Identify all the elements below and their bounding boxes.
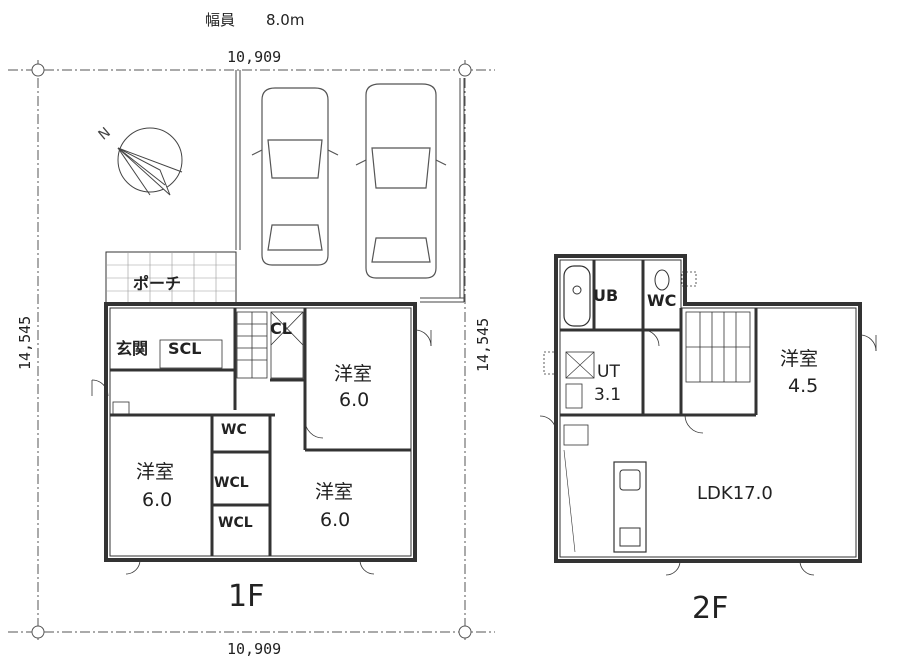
wcl1-label: WCL: [214, 475, 249, 491]
room-ne-size: 6.0: [339, 389, 369, 411]
room2-size: 4.5: [788, 375, 818, 397]
room-se-size: 6.0: [320, 509, 350, 531]
floor2-plan: [539, 254, 877, 576]
ut-size: 3.1: [594, 385, 621, 405]
scl-label: SCL: [168, 339, 201, 358]
ut-name: UT: [597, 362, 620, 382]
wc-label: WC: [221, 422, 247, 438]
room-se-name: 洋室: [315, 481, 353, 503]
site-dimension-lines: [8, 60, 495, 640]
car-icon: [355, 83, 447, 279]
road-width-value: 8.0m: [266, 11, 304, 29]
ub-label: UB: [593, 286, 618, 305]
room-ne-name: 洋室: [334, 363, 372, 385]
ldk-label: LDK17.0: [697, 483, 773, 504]
entrance-label: 玄関: [116, 339, 148, 358]
wcl2-label: WCL: [218, 515, 253, 531]
right-depth-dimension: 14,545: [474, 318, 492, 372]
floor1-plan: [91, 251, 432, 575]
left-depth-dimension: 14,545: [16, 316, 34, 370]
floor1-title: 1F: [228, 579, 264, 614]
wc2-label: WC: [647, 291, 676, 310]
parking-area: [235, 70, 465, 303]
room-sw-size: 6.0: [142, 489, 172, 511]
floor2-title: 2F: [692, 591, 728, 626]
room-sw-name: 洋室: [136, 461, 174, 483]
porch-label: ポーチ: [133, 274, 181, 293]
bottom-width-dimension: 10,909: [227, 640, 281, 658]
top-width-dimension: 10,909: [227, 48, 281, 66]
cl-label: CL: [270, 319, 292, 338]
room2-name: 洋室: [780, 348, 818, 370]
svg-text:N: N: [96, 125, 114, 144]
car-icon: [251, 87, 339, 266]
north-compass-icon: N: [96, 125, 183, 196]
road-width-label: 幅員: [205, 11, 235, 29]
